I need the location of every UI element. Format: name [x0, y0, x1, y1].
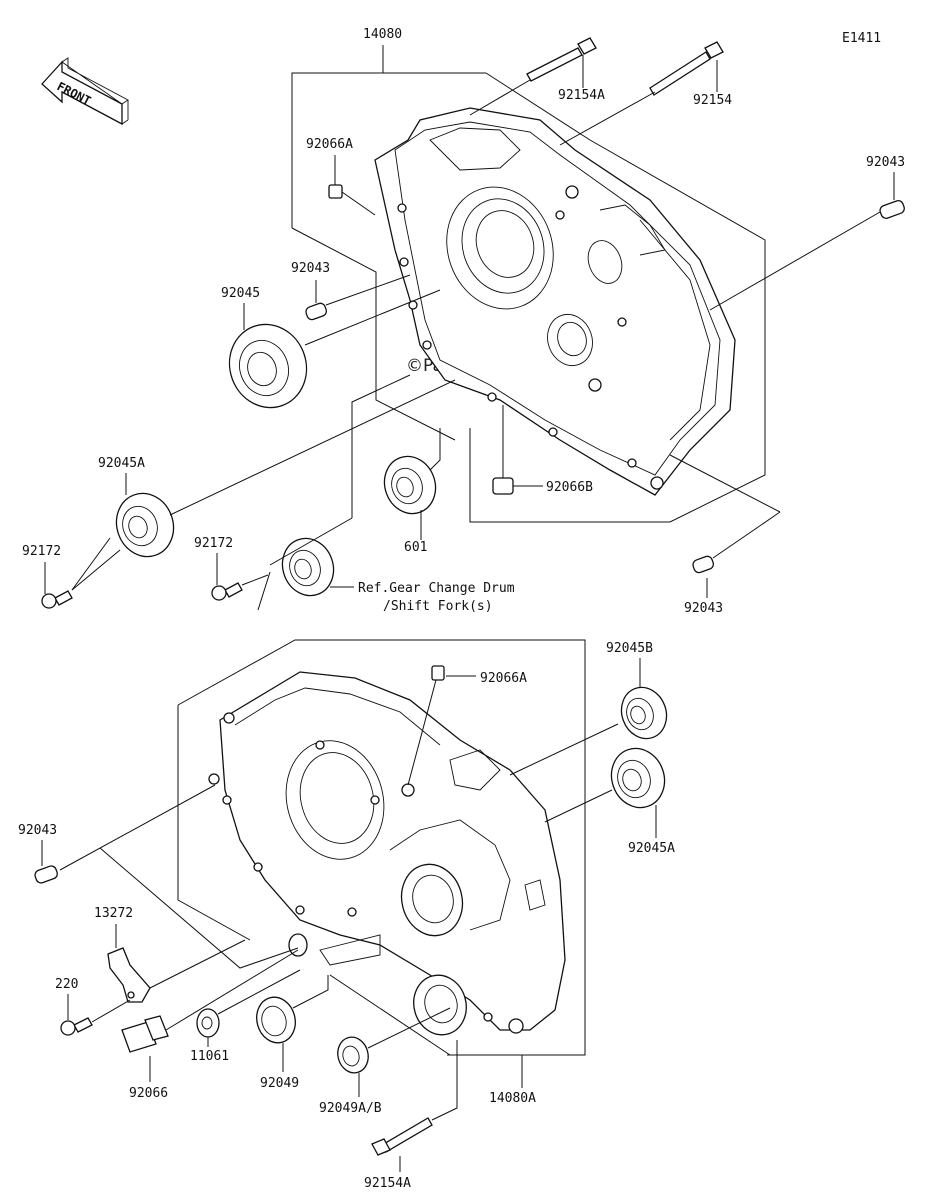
bearing-92045-icon: [228, 323, 308, 409]
ref-shift-forks[interactable]: /Shift Fork(s): [383, 599, 493, 614]
label-92066A-lower[interactable]: 92066A: [480, 671, 527, 686]
label-92043-top-right[interactable]: 92043: [866, 155, 905, 170]
screw-92172-mid-icon: [211, 582, 243, 601]
dowel-92066A-lower-icon: [431, 665, 445, 681]
bearing-601-icon: [383, 455, 437, 515]
drain-plug-92066-icon: [121, 1015, 169, 1053]
label-92043-upper-left[interactable]: 92043: [291, 261, 330, 276]
label-14080A[interactable]: 14080A: [489, 1091, 536, 1106]
label-92154A-top[interactable]: 92154A: [558, 88, 605, 103]
leader-lines: [41, 45, 895, 1172]
lower-crankcase: [208, 671, 566, 1036]
label-92045[interactable]: 92045: [221, 286, 260, 301]
ref-gear-change-drum[interactable]: Ref.Gear Change Drum: [358, 581, 515, 596]
label-92049[interactable]: 92049: [260, 1076, 299, 1091]
dowel-92066A-top-icon: [328, 184, 343, 199]
bracket-13272-icon: [107, 947, 151, 1003]
label-13272[interactable]: 13272: [94, 906, 133, 921]
bolt-92154A-top-icon: [526, 37, 597, 82]
label-601[interactable]: 601: [404, 540, 427, 555]
label-92045A-left[interactable]: 92045A: [98, 456, 145, 471]
label-92066[interactable]: 92066: [129, 1086, 168, 1101]
dowel-92043-mid-right-icon: [692, 555, 715, 574]
upper-crankcase: [374, 107, 736, 496]
label-92049AB[interactable]: 92049A/B: [319, 1101, 382, 1116]
label-92154-top[interactable]: 92154: [693, 93, 732, 108]
label-92172-left[interactable]: 92172: [22, 544, 61, 559]
screw-220-icon: [60, 1017, 93, 1036]
label-220[interactable]: 220: [55, 977, 78, 992]
label-92043-mid-right[interactable]: 92043: [684, 601, 723, 616]
front-arrow-icon: FRONT: [41, 57, 129, 126]
dowel-92043-lower-left-icon: [34, 865, 58, 884]
bearing-ref-gear-change-icon: [281, 537, 335, 597]
label-92043-lower-left[interactable]: 92043: [18, 823, 57, 838]
label-92154A-bottom[interactable]: 92154A: [364, 1176, 411, 1191]
label-92066A-top[interactable]: 92066A: [306, 137, 353, 152]
bearing-92045A-right-icon: [610, 747, 666, 809]
screw-92172-left-icon: [41, 590, 73, 609]
label-92045B[interactable]: 92045B: [606, 641, 653, 656]
dowel-92043-top-right-icon: [879, 200, 905, 219]
label-14080[interactable]: 14080: [363, 27, 402, 42]
bearing-92045B-icon: [620, 686, 668, 740]
label-92066B[interactable]: 92066B: [546, 480, 593, 495]
bolt-92154-top-icon: [649, 41, 724, 96]
diagram-code: E1411: [842, 31, 881, 46]
label-11061[interactable]: 11061: [190, 1049, 229, 1064]
label-92172-mid[interactable]: 92172: [194, 536, 233, 551]
washer-11061-icon: [196, 1008, 220, 1038]
seal-92049-icon: [256, 996, 296, 1044]
seal-92049AB-icon: [337, 1036, 369, 1074]
dowel-92043-upper-left-icon: [305, 302, 328, 321]
label-92045A-right[interactable]: 92045A: [628, 841, 675, 856]
plug-92066B-icon: [492, 477, 514, 495]
bearing-92045A-left-icon: [115, 492, 175, 558]
bolt-92154A-bottom-icon: [371, 1117, 433, 1156]
